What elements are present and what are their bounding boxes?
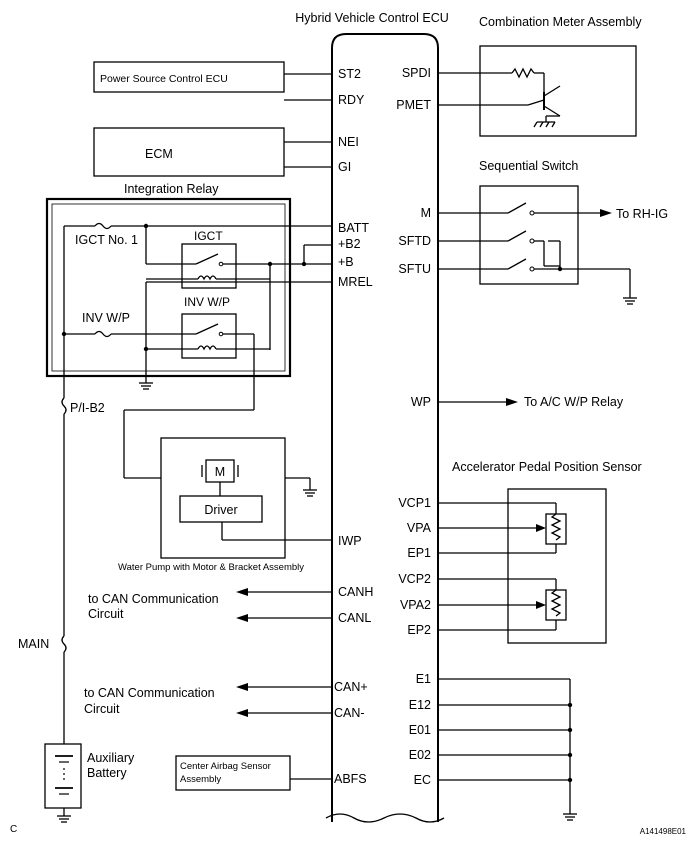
- inv-coil: [197, 345, 217, 351]
- accel-sensor-title: Accelerator Pedal Position Sensor: [452, 460, 642, 474]
- can1-label-2: Circuit: [88, 607, 124, 621]
- pin-pmet: PMET: [396, 98, 431, 112]
- airbag-sensor-box: [175, 755, 291, 791]
- ecu-break-line: [325, 813, 445, 823]
- pin-sftu: SFTU: [398, 262, 431, 276]
- footer-code: A141498E01: [640, 827, 687, 836]
- to-rh-ig-label: To RH-IG: [616, 207, 668, 221]
- inv-relay-box: [181, 313, 237, 359]
- combination-meter-title: Combination Meter Assembly: [479, 15, 642, 29]
- footer-left: C: [10, 824, 17, 835]
- battery-box: [44, 743, 82, 809]
- pin-canp: CAN+: [334, 680, 368, 694]
- ecm-label: ECM: [145, 147, 173, 161]
- pin-sftd: SFTD: [398, 234, 431, 248]
- pin-nei: NEI: [338, 135, 359, 149]
- pin-mrel: MREL: [338, 275, 373, 289]
- ground-icon: [563, 813, 577, 821]
- can1-label-1: to CAN Communication: [88, 592, 219, 606]
- pin-vpa: VPA: [407, 521, 432, 535]
- to-ac-wp-label: To A/C W/P Relay: [524, 395, 624, 409]
- pin-st2: ST2: [338, 67, 361, 81]
- ground-icon: [57, 815, 71, 823]
- ground-icon: [623, 297, 637, 305]
- pin-e02: E02: [409, 748, 431, 762]
- can2-label-2: Circuit: [84, 702, 120, 716]
- pin-batt: BATT: [338, 221, 369, 235]
- battery-label-2: Battery: [87, 766, 127, 780]
- main-fuse: [61, 635, 67, 653]
- power-source-box: [93, 61, 285, 93]
- airbag-label-2: Assembly: [180, 774, 221, 785]
- ecm-box: [93, 127, 285, 177]
- pin-e01: E01: [409, 723, 431, 737]
- integration-relay-title: Integration Relay: [124, 182, 219, 196]
- battery-label-1: Auxiliary: [87, 751, 135, 765]
- ground-icon: [303, 489, 317, 497]
- igct-relay-box: [181, 243, 237, 289]
- pin-vcp2: VCP2: [398, 572, 431, 586]
- pin-vcp1: VCP1: [398, 496, 431, 510]
- motor-label: M: [215, 465, 225, 479]
- battery-icon: [55, 755, 73, 795]
- airbag-label-1: Center Airbag Sensor: [180, 761, 271, 772]
- integration-relay-frame: [45, 197, 292, 378]
- power-source-label: Power Source Control ECU: [100, 73, 228, 85]
- igct-relay-label: IGCT: [194, 229, 223, 243]
- pin-ec: EC: [414, 773, 431, 787]
- igct-fuse: [94, 222, 112, 230]
- ground-icon: [139, 382, 153, 390]
- driver-box: [179, 495, 263, 523]
- pin-canh: CANH: [338, 585, 373, 599]
- igct-fuse-label: IGCT No. 1: [75, 233, 138, 247]
- pin-gi: GI: [338, 160, 351, 174]
- pin-spdi: SPDI: [402, 66, 431, 80]
- driver-label: Driver: [204, 503, 237, 517]
- pib2-fuse: [61, 397, 67, 415]
- pin-iwp: IWP: [338, 534, 362, 548]
- pin-e1: E1: [416, 672, 431, 686]
- inv-relay-label: INV W/P: [184, 295, 230, 309]
- pin-wp: WP: [411, 395, 431, 409]
- pin-b2: +B2: [338, 237, 361, 251]
- resistor-icon: [511, 67, 535, 79]
- pin-rdy: RDY: [338, 93, 365, 107]
- can2-label-1: to CAN Communication: [84, 686, 215, 700]
- igct-coil: [197, 275, 217, 281]
- pin-abfs: ABFS: [334, 772, 367, 786]
- main-label: MAIN: [18, 637, 49, 651]
- pin-canm: CAN-: [334, 706, 365, 720]
- inv-fuse: [94, 330, 112, 338]
- pin-b: +B: [338, 255, 354, 269]
- pin-e12: E12: [409, 698, 431, 712]
- pin-canl: CANL: [338, 611, 371, 625]
- pib2-label: P/I-B2: [70, 401, 105, 415]
- ecu-title: Hybrid Vehicle Control ECU: [295, 11, 449, 25]
- pin-ep1: EP1: [407, 546, 431, 560]
- ecu-body: [331, 33, 439, 822]
- ground-icon: [533, 121, 556, 128]
- water-pump-label: Water Pump with Motor & Bracket Assembly: [118, 562, 304, 573]
- combination-meter-box: [479, 45, 637, 137]
- inv-fuse-label: INV W/P: [82, 311, 130, 325]
- sequential-switch-title: Sequential Switch: [479, 159, 578, 173]
- pin-ep2: EP2: [407, 623, 431, 637]
- pin-m: M: [421, 206, 431, 220]
- pin-vpa2: VPA2: [400, 598, 431, 612]
